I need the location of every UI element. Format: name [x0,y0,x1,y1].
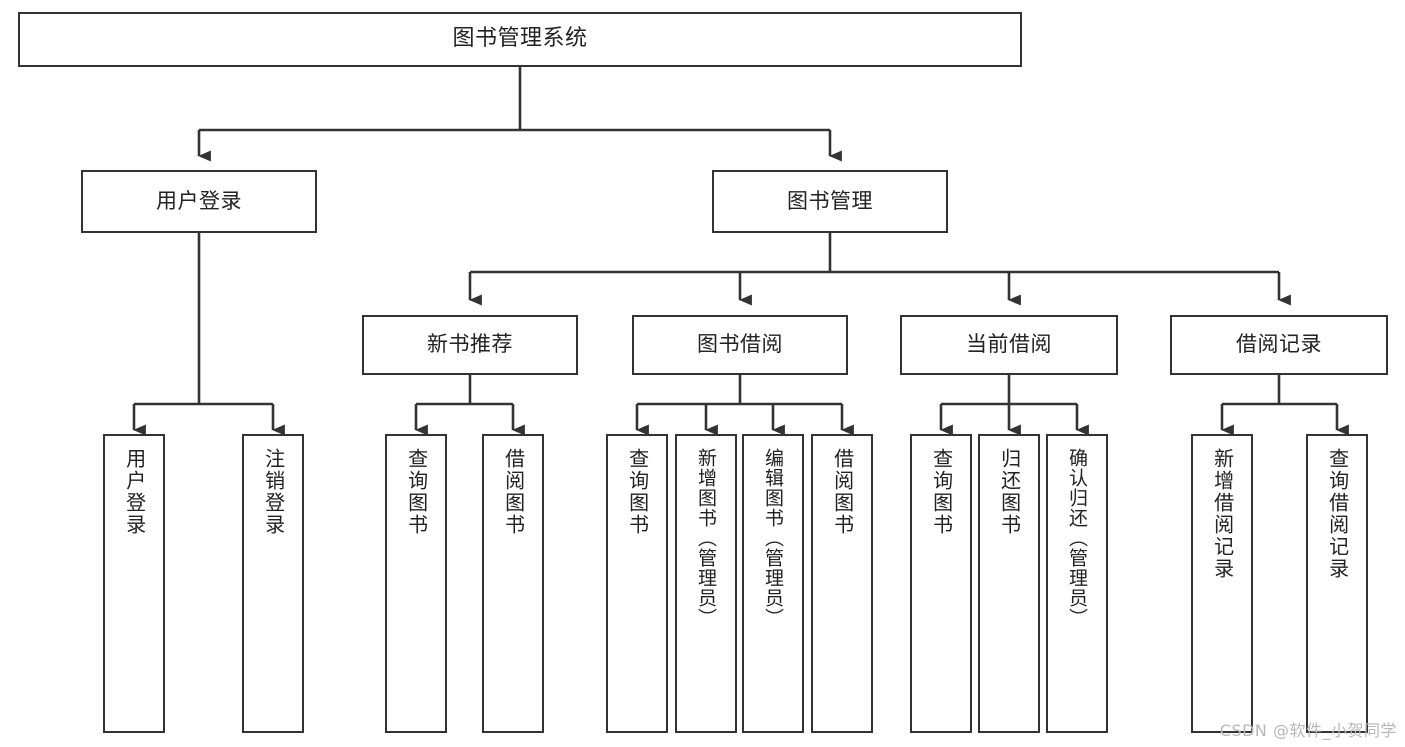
node-current-borrow-label: 当前借阅 [966,332,1052,357]
node-new-book-recommend[interactable]: 新书推荐 [362,315,578,375]
node-user-login[interactable]: 用户登录 [81,170,317,233]
leaf-confirm-return-admin-label: 确认归还（管理员） [1066,448,1089,628]
leaf-confirm-return-admin[interactable]: 确认归还（管理员） [1046,434,1108,733]
node-book-borrow-label: 图书借阅 [697,332,783,357]
node-book-management[interactable]: 图书管理 [712,170,948,233]
node-book-borrow[interactable]: 图书借阅 [632,315,848,375]
leaf-return-book-label: 归还图书 [997,448,1022,536]
watermark-text: CSDN @软件_小贺同学 [1219,721,1397,740]
leaf-return-book[interactable]: 归还图书 [978,434,1040,733]
leaf-borrow-book-label: 借阅图书 [830,448,855,536]
leaf-borrow-book[interactable]: 借阅图书 [811,434,873,733]
node-current-borrow[interactable]: 当前借阅 [900,315,1118,375]
leaf-logout-label: 注销登录 [261,448,286,536]
leaf-user-login[interactable]: 用户登录 [103,434,165,733]
leaf-edit-book-admin[interactable]: 编辑图书（管理员） [742,434,804,733]
leaf-query-book-current[interactable]: 查询图书 [910,434,972,733]
leaf-borrow-book-newbook[interactable]: 借阅图书 [482,434,544,733]
leaf-user-login-label: 用户登录 [122,448,147,536]
leaf-edit-book-admin-label: 编辑图书（管理员） [762,448,785,628]
leaf-query-book-borrow[interactable]: 查询图书 [606,434,668,733]
leaf-query-book-newbook[interactable]: 查询图书 [385,434,447,733]
node-root[interactable]: 图书管理系统 [18,12,1022,67]
leaf-borrow-book-newbook-label: 借阅图书 [501,448,526,536]
node-borrow-records[interactable]: 借阅记录 [1170,315,1388,375]
node-borrow-records-label: 借阅记录 [1236,332,1322,357]
leaf-query-book-current-label: 查询图书 [929,448,954,536]
leaf-logout[interactable]: 注销登录 [242,434,304,733]
node-book-management-label: 图书管理 [787,188,873,213]
leaf-query-borrow-record[interactable]: 查询借阅记录 [1306,434,1368,733]
leaf-query-book-newbook-label: 查询图书 [404,448,429,536]
leaf-add-book-admin-label: 新增图书（管理员） [695,448,718,628]
node-new-book-recommend-label: 新书推荐 [427,332,513,357]
leaf-add-borrow-record[interactable]: 新增借阅记录 [1191,434,1253,733]
leaf-query-book-borrow-label: 查询图书 [625,448,650,536]
leaf-add-borrow-record-label: 新增借阅记录 [1210,448,1235,580]
node-root-label: 图书管理系统 [452,26,588,52]
leaf-query-borrow-record-label: 查询借阅记录 [1325,448,1350,580]
leaf-add-book-admin[interactable]: 新增图书（管理员） [675,434,737,733]
node-user-login-label: 用户登录 [156,188,242,213]
